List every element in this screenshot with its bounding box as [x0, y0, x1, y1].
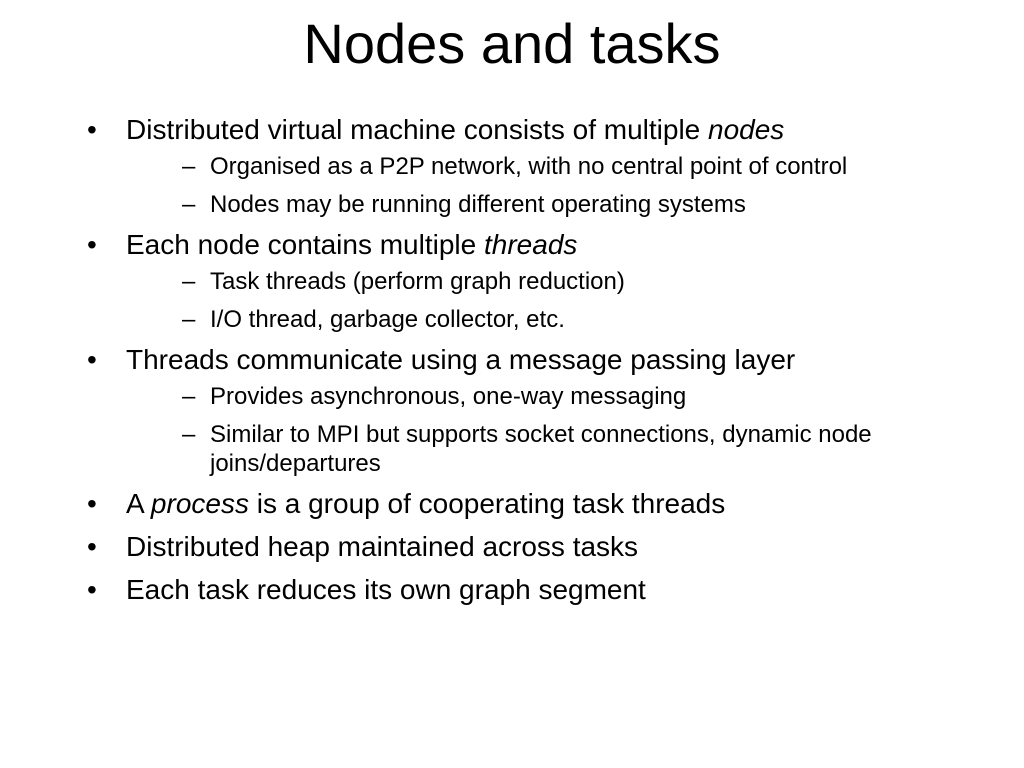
bullet-marker: • [87, 574, 97, 605]
bullet-item: • Distributed virtual machine consists o… [87, 113, 927, 219]
bullet-item: • Threads communicate using a message pa… [87, 343, 927, 478]
sub-bullet-text: Similar to MPI but supports socket conne… [210, 421, 872, 477]
sub-bullet-marker: – [182, 268, 196, 295]
bullet-text: Distributed heap maintained across tasks [126, 531, 639, 562]
bullet-text: Threads communicate using a message pass… [126, 344, 796, 375]
bullet-marker: • [87, 488, 97, 519]
bullet-item: • A process is a group of cooperating ta… [87, 487, 927, 521]
sub-bullet-text: Provides asynchronous, one-way messaging [210, 383, 687, 410]
bullet-list: • Distributed virtual machine consists o… [87, 113, 927, 607]
sub-bullet-item: – Similar to MPI but supports socket con… [165, 420, 927, 478]
bullet-text: Each node contains multiple threads [126, 229, 578, 260]
sub-bullet-text: Nodes may be running different operating… [210, 191, 746, 218]
sub-bullet-item: – Task threads (perform graph reduction) [165, 267, 927, 296]
bullet-text: A process is a group of cooperating task… [126, 488, 726, 519]
bullet-text: Distributed virtual machine consists of … [126, 114, 785, 145]
sub-bullet-item: – I/O thread, garbage collector, etc. [165, 305, 927, 334]
sub-bullet-marker: – [182, 191, 196, 218]
sub-bullet-text: Task threads (perform graph reduction) [210, 268, 625, 295]
bullet-item: • Each task reduces its own graph segmen… [87, 573, 927, 607]
sub-bullet-marker: – [182, 383, 196, 410]
sub-bullet-marker: – [182, 153, 196, 180]
bullet-item: • Distributed heap maintained across tas… [87, 530, 927, 564]
sub-bullet-item: – Organised as a P2P network, with no ce… [165, 152, 927, 181]
slide-title: Nodes and tasks [303, 12, 721, 75]
sub-bullet-list: – Task threads (perform graph reduction)… [126, 267, 927, 334]
sub-bullet-item: – Nodes may be running different operati… [165, 190, 927, 219]
bullet-marker: • [87, 531, 97, 562]
sub-bullet-marker: – [182, 421, 196, 448]
sub-bullet-list: – Provides asynchronous, one-way messagi… [126, 382, 927, 478]
sub-bullet-text: Organised as a P2P network, with no cent… [210, 153, 848, 180]
sub-bullet-list: – Organised as a P2P network, with no ce… [126, 152, 927, 219]
bullet-marker: • [87, 344, 97, 375]
bullet-item: • Each node contains multiple threads – … [87, 228, 927, 334]
bullet-text: Each task reduces its own graph segment [126, 574, 646, 605]
sub-bullet-text: I/O thread, garbage collector, etc. [210, 306, 565, 333]
bullet-marker: • [87, 229, 97, 260]
bullet-marker: • [87, 114, 97, 145]
sub-bullet-marker: – [182, 306, 196, 333]
sub-bullet-item: – Provides asynchronous, one-way messagi… [165, 382, 927, 411]
